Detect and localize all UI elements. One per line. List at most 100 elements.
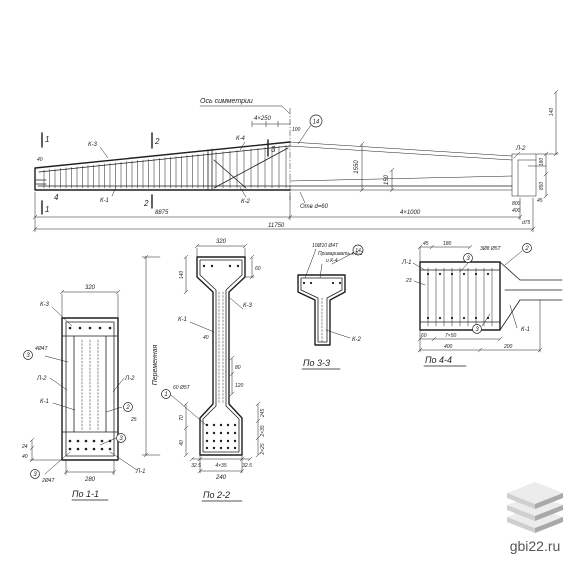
section-mark: 2 (154, 137, 160, 146)
dimension-label: 180 (443, 241, 452, 247)
mesh-mark-label: Л-2 (515, 146, 526, 152)
callout-number: 3 (26, 353, 30, 359)
dimension-label: d75 (522, 220, 531, 226)
section-cut-marks (41, 132, 269, 215)
axis-leader (199, 105, 291, 115)
dimension-label: 25 (130, 417, 137, 423)
frame-mark-label: К-1 (521, 327, 530, 333)
section-leaders (44, 306, 138, 475)
frame-mark-label: К-2 (241, 199, 251, 205)
frame-mark-label: К-1 (178, 317, 187, 323)
callout-circle (309, 114, 323, 128)
width-dimension-label: 320 (216, 239, 227, 245)
plate-right-face (535, 505, 563, 521)
callout-number: 2 (524, 246, 529, 252)
section-title: По 1-1 (72, 489, 99, 499)
dimension-label: 45 (423, 241, 429, 247)
mesh-mark-label: Л-1 (401, 260, 411, 266)
dimension-label: 40 (22, 454, 28, 460)
stirrups-left (43, 153, 204, 189)
dimension-label: 120 (235, 383, 244, 389)
plate-left-face (507, 505, 535, 521)
beam-elevation: Ось симметрии 4×250 100 14 1 1 2 2 3 К-3… (32, 89, 559, 233)
bar-spec-label: 60 Ø5Т (173, 385, 191, 391)
dimension-label: 45 (537, 198, 543, 204)
dimension-label: 8875 (155, 210, 169, 216)
dimension-label: 400 (444, 344, 453, 350)
callout-circle (161, 389, 171, 399)
axis-of-symmetry-label: Ось симметрии (200, 98, 253, 105)
logo-text[interactable]: gbi22.ru (510, 538, 561, 554)
section-1-1: 320 К-3 3 4Ø4Т Л-2 К-1 Л-2 2 25 3 24 40 … (21, 285, 145, 501)
dimension-label: 850 (539, 182, 545, 191)
vertical-bars (81, 339, 99, 431)
plate-left-face (507, 517, 535, 533)
welding-note: Приваривать к К-2 (318, 251, 363, 257)
section-mark: 3 (271, 145, 276, 154)
plate-right-face (535, 517, 563, 533)
callout-circle (352, 244, 364, 256)
section-mark: 2 (143, 199, 149, 208)
dimension-label: 40 (179, 440, 185, 446)
stirrup-outline (199, 259, 243, 453)
hole-label: Отв d=60 (300, 204, 329, 210)
section-mark: 1 (45, 135, 49, 144)
callout-circle (30, 469, 40, 479)
section-dimensions (29, 289, 121, 476)
taper-outline (419, 261, 563, 331)
callout-number: 14 (313, 120, 320, 126)
dimension-label: 32.5 (242, 463, 252, 469)
dimension-label: 60 (421, 333, 427, 339)
bar-spec-label: 2Ø4Т (41, 478, 55, 484)
section-inner-lines (61, 321, 119, 457)
dimension-label: 40 (203, 335, 209, 341)
callout-number: 3 (33, 472, 37, 478)
callout-leader (99, 124, 521, 204)
section-dimensions (417, 244, 543, 353)
callout-circle (463, 253, 473, 263)
section-inner-lines (300, 277, 343, 343)
variable-height-label: Переменная (152, 344, 159, 385)
dimension-label: 2×35 (260, 425, 266, 437)
dimension-label: 2×25 (260, 443, 266, 455)
total-length-label: 11750 (268, 223, 285, 229)
frame-mark-label: К-1 (40, 399, 49, 405)
callout-number: 1 (164, 392, 167, 398)
horizontal-dimensions (32, 191, 536, 233)
callout-circle (123, 402, 133, 412)
dimension-label: 70 (179, 415, 185, 421)
callout-number: 3 (119, 436, 123, 442)
mesh-mark-label: Л-2 (36, 376, 47, 382)
frame-mark-label: К-3 (40, 302, 50, 308)
web-bars (218, 291, 224, 405)
section-mark: 1 (45, 205, 49, 214)
callout-circle (23, 350, 33, 360)
section-outline (61, 317, 119, 461)
dimension-label: 200 (503, 344, 513, 350)
callout-number: 14 (355, 248, 361, 254)
width-dimension-label: 320 (85, 285, 96, 291)
section-title: По 2-2 (203, 490, 230, 500)
section-leaders (304, 248, 354, 339)
dimension-label: 245 (260, 409, 266, 419)
bar-spec-label: 4Ø4Т (35, 346, 48, 352)
section-dimensions (141, 243, 261, 474)
bar-spec-label: 3Ø8 Ø5Т (480, 246, 502, 252)
section-divider (207, 148, 213, 191)
callout-number: 2 (125, 405, 130, 411)
mesh-mark-label: Л-2 (124, 376, 135, 382)
section-title: По 3-3 (303, 358, 330, 368)
dimension-label: 23 (405, 278, 412, 284)
vertical-dimensions (359, 89, 559, 199)
welding-note: и К-4 (326, 258, 338, 264)
site-logo[interactable]: gbi22.ru (507, 482, 563, 554)
frame-mark-label: К-1 (100, 198, 109, 204)
bar-spec-label: 10Ø10 Ø4Т (312, 243, 339, 249)
dimension-label: 150 (384, 174, 390, 185)
dimension-label: 7×50 (445, 333, 456, 339)
section-title: По 4-4 (425, 355, 452, 365)
frame-mark-label: К-3 (88, 142, 98, 148)
dimension-label: 60 (255, 266, 261, 272)
